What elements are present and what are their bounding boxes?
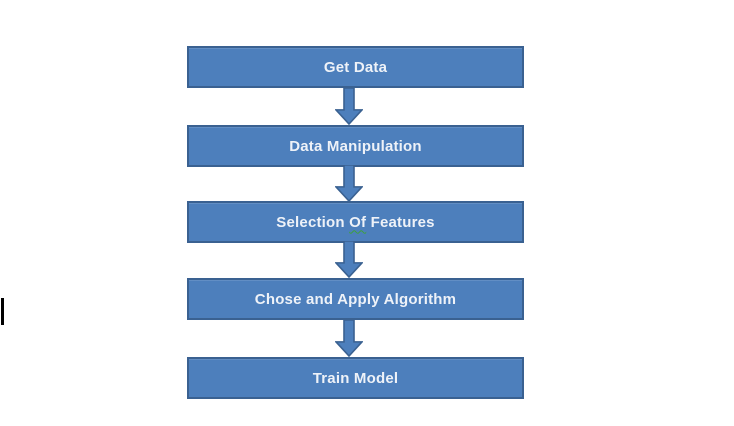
down-arrow-icon bbox=[335, 88, 363, 125]
flow-step-label: Chose and Apply Algorithm bbox=[254, 290, 457, 308]
flow-step-label: Train Model bbox=[312, 369, 399, 387]
flow-step-label: Selection Of Features bbox=[276, 213, 435, 231]
down-arrow-icon bbox=[335, 320, 363, 357]
flow-step-selection-of-features: Selection Of Features bbox=[187, 201, 524, 243]
flow-step-data-manipulation: Data Manipulation bbox=[187, 125, 524, 167]
grammar-flagged-word: Of bbox=[349, 213, 367, 231]
flow-step-train-model: Train Model bbox=[187, 357, 524, 399]
flow-step-chose-and-apply-algorithm: Chose and Apply Algorithm bbox=[187, 278, 524, 320]
text-cursor bbox=[1, 298, 4, 325]
down-arrow-icon bbox=[335, 165, 363, 202]
down-arrow-icon bbox=[335, 241, 363, 278]
flow-step-label: Data Manipulation bbox=[289, 137, 422, 155]
flow-step-label: Get Data bbox=[323, 58, 388, 76]
flow-step-get-data: Get Data bbox=[187, 46, 524, 88]
